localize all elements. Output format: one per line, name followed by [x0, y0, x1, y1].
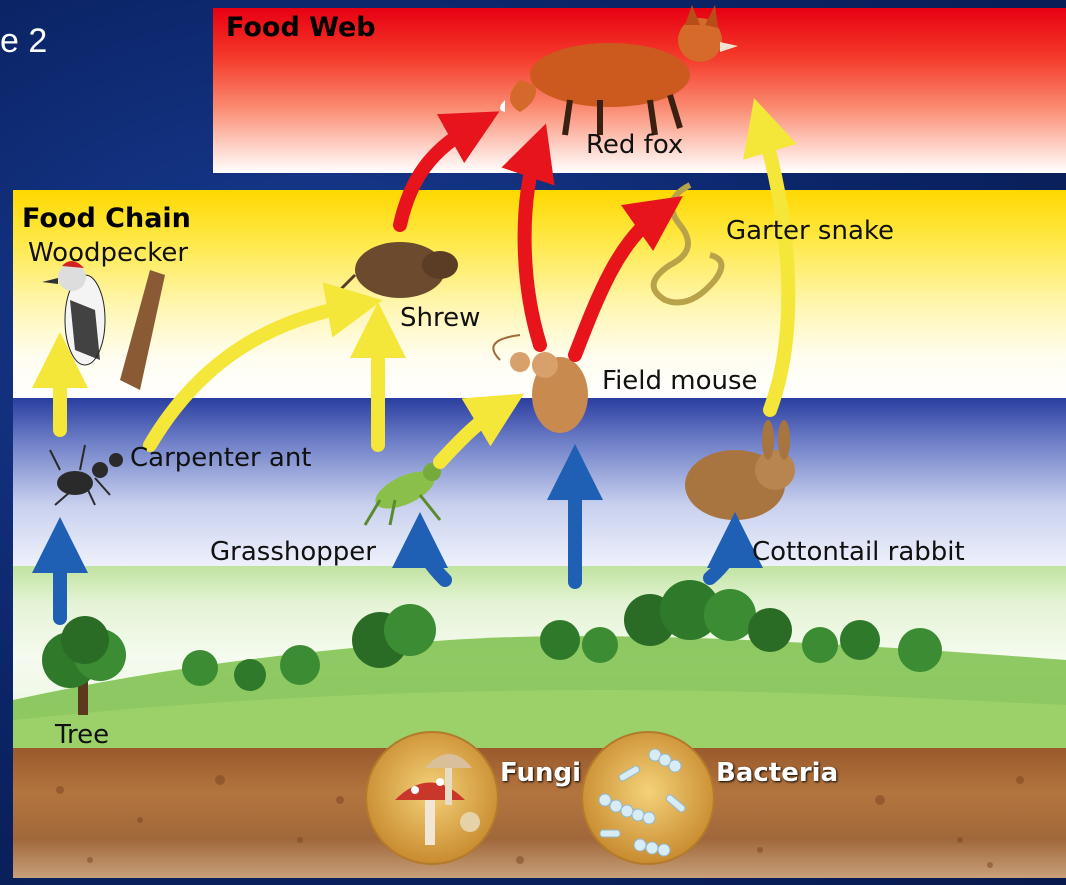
cottontail-rabbit-label: Cottontail rabbit — [752, 539, 965, 565]
fungi-circle — [366, 732, 498, 864]
garter-snake-label: Garter snake — [726, 218, 894, 244]
tree-label: Tree — [55, 722, 109, 748]
shrew-label: Shrew — [400, 305, 480, 331]
red-fox-icon — [500, 5, 738, 135]
bacteria-label: Bacteria — [716, 760, 838, 786]
food-chain-title: Food Chain — [22, 205, 191, 232]
fungi-label: Fungi — [500, 760, 581, 786]
food-web-title: Food Web — [226, 14, 376, 41]
bacteria-circle — [582, 732, 714, 864]
field-mouse-label: Field mouse — [602, 368, 758, 394]
carpenter-ant-label: Carpenter ant — [130, 445, 312, 471]
soil-texture — [56, 775, 1024, 868]
woodpecker-label: Woodpecker — [28, 240, 188, 266]
grasshopper-label: Grasshopper — [210, 539, 376, 565]
red-fox-label: Red fox — [586, 132, 683, 158]
shrew-icon — [338, 242, 458, 298]
cottontail-rabbit-icon — [685, 420, 795, 520]
garter-snake-icon — [654, 185, 722, 303]
carpenter-ant-icon — [50, 445, 123, 505]
